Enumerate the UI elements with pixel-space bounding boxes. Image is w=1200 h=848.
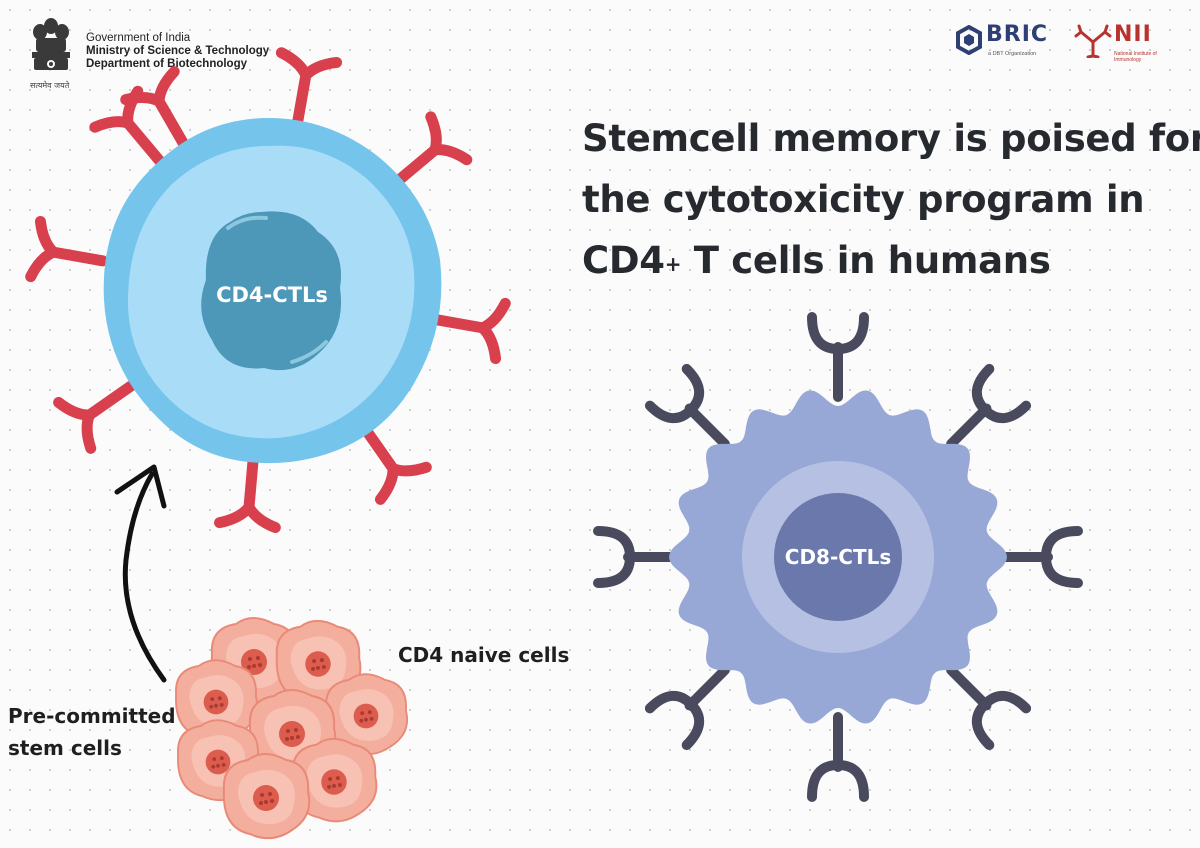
gov-line-government: Government of India bbox=[86, 32, 191, 44]
headline: Stemcell memory is poised for the cytoto… bbox=[582, 108, 1200, 295]
national-emblem-icon bbox=[32, 18, 70, 70]
naive-cells-label: CD4 naive cells bbox=[398, 643, 569, 667]
naive-cell-cluster bbox=[175, 617, 409, 840]
cd8-ctl-label: CD8-CTLs bbox=[785, 545, 891, 569]
nii-logo-text: NII bbox=[1114, 22, 1152, 47]
government-header: सत्यमेव जयते Government of India Ministr… bbox=[28, 14, 270, 94]
bric-logo-icon bbox=[956, 25, 982, 55]
cd8-nucleus bbox=[774, 493, 902, 621]
gov-line-ministry: Ministry of Science & Technology bbox=[86, 45, 270, 57]
motto-text: सत्यमेव जयते bbox=[30, 81, 70, 90]
headline-line-2: the cytotoxicity program in bbox=[582, 178, 1145, 221]
naive-cell bbox=[222, 753, 311, 840]
stem-cells-label-line1: Pre-committed bbox=[8, 704, 176, 728]
cd4-ctl-cell: CD4-CTLs bbox=[31, 53, 506, 528]
headline-rest: T cells in humans bbox=[681, 239, 1051, 282]
stem-cells-label-line2: stem cells bbox=[8, 736, 122, 760]
cd4-nucleus bbox=[201, 211, 342, 371]
differentiation-arrow bbox=[114, 464, 167, 683]
bric-subtitle: a DBT Organization bbox=[988, 51, 1037, 57]
headline-plus: + bbox=[664, 252, 682, 276]
partner-logos: BRIC a DBT Organization NII National Ins… bbox=[948, 22, 1178, 66]
cd8-ctl-cell: CD8-CTLs bbox=[598, 317, 1078, 797]
nii-subtitle: National Institute of Immunology bbox=[1114, 51, 1157, 63]
bric-logo-text: BRIC bbox=[986, 22, 1049, 47]
headline-cd4: CD4 bbox=[582, 239, 665, 282]
headline-line-3: CD4+ T cells in humans bbox=[582, 230, 1182, 295]
gov-line-department: Department of Biotechnology bbox=[86, 58, 248, 70]
headline-line-1: Stemcell memory is poised for bbox=[582, 117, 1200, 160]
nii-logo-icon bbox=[1074, 24, 1112, 58]
cd4-ctl-label: CD4-CTLs bbox=[216, 283, 328, 307]
